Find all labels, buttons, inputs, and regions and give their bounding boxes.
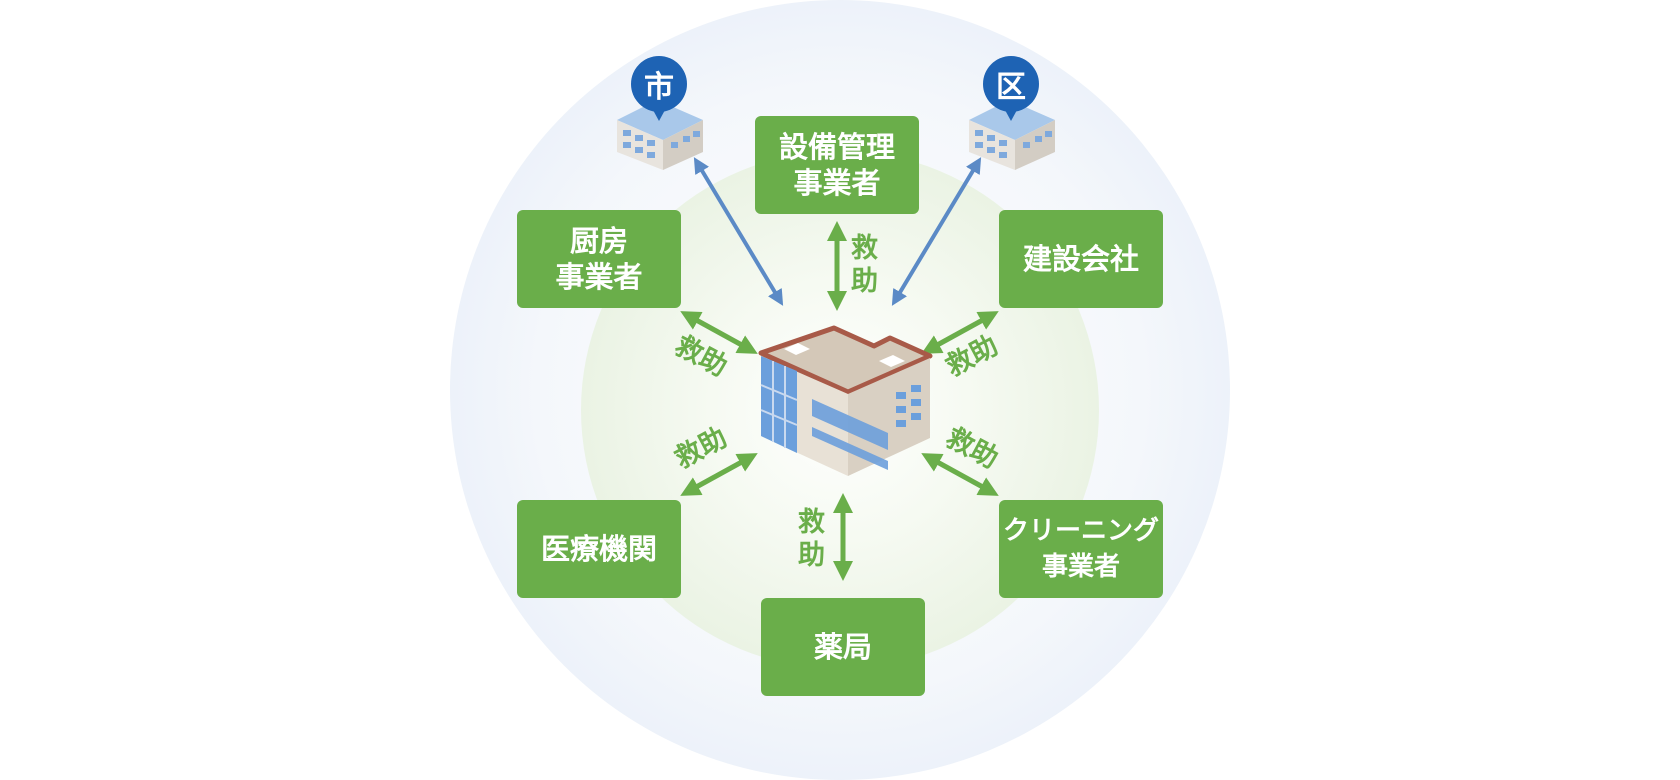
arrow-ward — [891, 157, 982, 306]
arrow-chubo — [680, 311, 758, 354]
node-setsubi: 設備管理 事業者 — [755, 116, 919, 214]
central-building-icon — [758, 325, 933, 476]
node-chubo: 厨房 事業者 — [517, 210, 681, 308]
node-kensetsu: 建設会社 — [999, 210, 1163, 308]
rescue-label-setsubi: 救 助 — [851, 233, 878, 297]
arrow-iryo — [680, 453, 758, 496]
node-cleaning: クリーニング 事業者 — [999, 500, 1163, 598]
node-yakkyoku: 薬局 — [761, 598, 925, 696]
rescue-label-yakkyoku: 救 助 — [798, 507, 825, 571]
ward-pin: 区 — [983, 56, 1039, 121]
arrow-kensetsu — [921, 311, 999, 354]
arrow-cleaning — [921, 453, 999, 496]
city-pin: 市 — [631, 56, 687, 121]
node-iryo: 医療機関 — [517, 500, 681, 598]
arrow-city — [693, 157, 784, 306]
